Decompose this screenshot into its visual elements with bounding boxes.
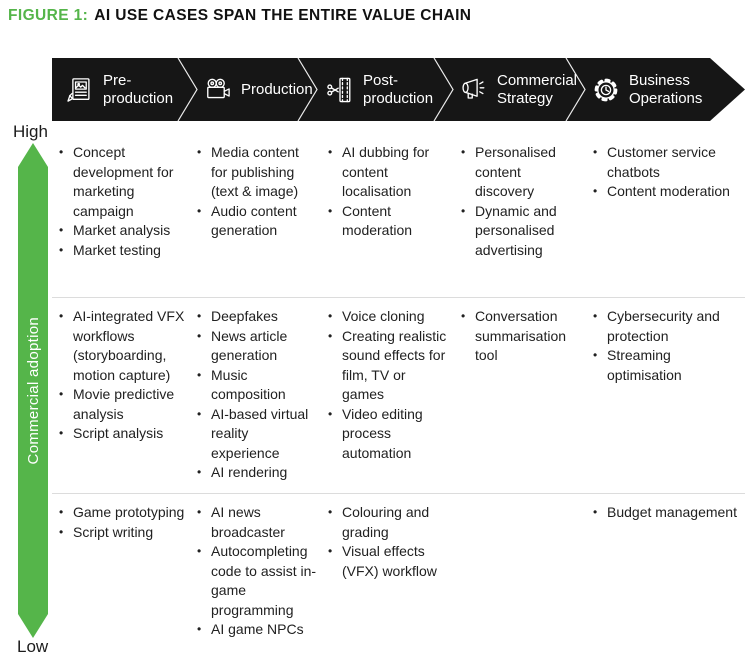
use-case-item: Visual effects (VFX) workflow <box>326 542 450 581</box>
use-case-item: Autocompleting code to assist in-game pr… <box>195 542 317 620</box>
use-case-grid: Concept development for marketing campai… <box>52 121 745 660</box>
value-chain-band: Pre- production Production Pos <box>52 58 751 121</box>
cell-r2-pre-production: AI-integrated VFX workflows (storyboardi… <box>52 307 190 493</box>
use-case-item: Streaming optimisation <box>591 346 741 385</box>
use-case-item: Market analysis <box>57 221 186 241</box>
stage-business-operations: Business Operations <box>590 58 730 121</box>
use-case-item: Script analysis <box>57 424 186 444</box>
cell-r1-commercial-strategy: Personalised content discovery Dynamic a… <box>454 143 586 297</box>
cell-r3-post-production: Colouring and grading Visual effects (VF… <box>321 503 454 660</box>
stage-post-production: Post- production <box>324 58 450 121</box>
use-case-item: Conversation summarisation tool <box>459 307 582 366</box>
use-case-item: Budget management <box>591 503 741 523</box>
cell-r3-pre-production: Game prototyping Script writing <box>52 503 190 660</box>
cell-r2-post-production: Voice cloning Creating realistic sound e… <box>321 307 454 493</box>
use-case-item: News article generation <box>195 327 317 366</box>
use-case-item: Game prototyping <box>57 503 186 523</box>
movie-camera-icon <box>207 78 230 98</box>
use-case-item: Music composition <box>195 366 317 405</box>
cell-r2-business-operations: Cybersecurity and protection Streaming o… <box>586 307 745 493</box>
use-case-item: AI-based virtual reality experience <box>195 405 317 464</box>
grid-row-low: Game prototyping Script writing AI news … <box>52 493 745 660</box>
stage-production: Production <box>202 58 324 121</box>
cell-r1-business-operations: Customer service chatbots Content modera… <box>586 143 745 297</box>
cell-r3-production: AI news broadcaster Autocompleting code … <box>190 503 321 660</box>
adoption-axis-label: Commercial adoption <box>24 316 42 465</box>
cell-r3-business-operations: Budget management <box>586 503 745 660</box>
gear-icon <box>594 78 618 101</box>
axis-low-label: Low <box>17 637 49 656</box>
use-case-item: Customer service chatbots <box>591 143 741 182</box>
cell-r1-pre-production: Concept development for marketing campai… <box>52 143 190 297</box>
use-case-item: Colouring and grading <box>326 503 450 542</box>
figure-title-text: AI USE CASES SPAN THE ENTIRE VALUE CHAIN <box>94 7 472 24</box>
chevron-band-shape <box>52 58 745 121</box>
use-case-item: Media content for publishing (text & ima… <box>195 143 317 202</box>
use-case-item: Dynamic and personalised advertising <box>459 202 582 261</box>
use-case-item: AI dubbing for content localisation <box>326 143 450 202</box>
use-case-item: Creating realistic sound effects for fil… <box>326 327 450 405</box>
stage-pre-production: Pre- production <box>64 58 192 121</box>
use-case-item: AI game NPCs <box>195 620 317 640</box>
adoption-axis: Commercial adoption <box>18 143 48 638</box>
use-case-item: Content moderation <box>591 182 741 202</box>
use-case-item: Video editing process automation <box>326 405 450 464</box>
cell-r2-production: Deepfakes News article generation Music … <box>190 307 321 493</box>
use-case-item: Cybersecurity and protection <box>591 307 741 346</box>
storyboard-icon <box>67 77 90 102</box>
cell-r2-commercial-strategy: Conversation summarisation tool <box>454 307 586 493</box>
use-case-item: Movie predictive analysis <box>57 385 186 424</box>
cell-r1-post-production: AI dubbing for content localisation Cont… <box>321 143 454 297</box>
stage-label: Post- production <box>363 71 434 107</box>
use-case-item: AI news broadcaster <box>195 503 317 542</box>
cell-r1-production: Media content for publishing (text & ima… <box>190 143 321 297</box>
figure-title: FIGURE 1: AI USE CASES SPAN THE ENTIRE VA… <box>8 7 471 25</box>
use-case-item: Concept development for marketing campai… <box>57 143 186 221</box>
adoption-arrow <box>18 143 48 638</box>
grid-row-high: Concept development for marketing campai… <box>52 121 745 297</box>
use-case-item: Personalised content discovery <box>459 143 582 202</box>
megaphone-icon <box>462 78 485 99</box>
use-case-item: AI rendering <box>195 463 317 483</box>
use-case-item: Script writing <box>57 523 186 543</box>
grid-row-mid: AI-integrated VFX workflows (storyboardi… <box>52 297 745 493</box>
stage-label: Pre- production <box>103 71 174 107</box>
stage-label: Production <box>241 80 313 98</box>
figure-number-label: FIGURE 1: <box>8 7 89 24</box>
stage-commercial-strategy: Commercial Strategy <box>458 58 584 121</box>
use-case-item: Deepfakes <box>195 307 317 327</box>
use-case-item: Content moderation <box>326 202 450 241</box>
use-case-item: Market testing <box>57 241 186 261</box>
cell-r3-commercial-strategy <box>454 503 586 660</box>
stage-label: Commercial Strategy <box>497 71 578 107</box>
axis-high-label: High <box>13 122 48 141</box>
stage-label: Business Operations <box>629 71 703 107</box>
use-case-item: Voice cloning <box>326 307 450 327</box>
use-case-item: Audio content generation <box>195 202 317 241</box>
scissors-film-icon <box>327 77 351 102</box>
use-case-item: AI-integrated VFX workflows (storyboardi… <box>57 307 186 385</box>
